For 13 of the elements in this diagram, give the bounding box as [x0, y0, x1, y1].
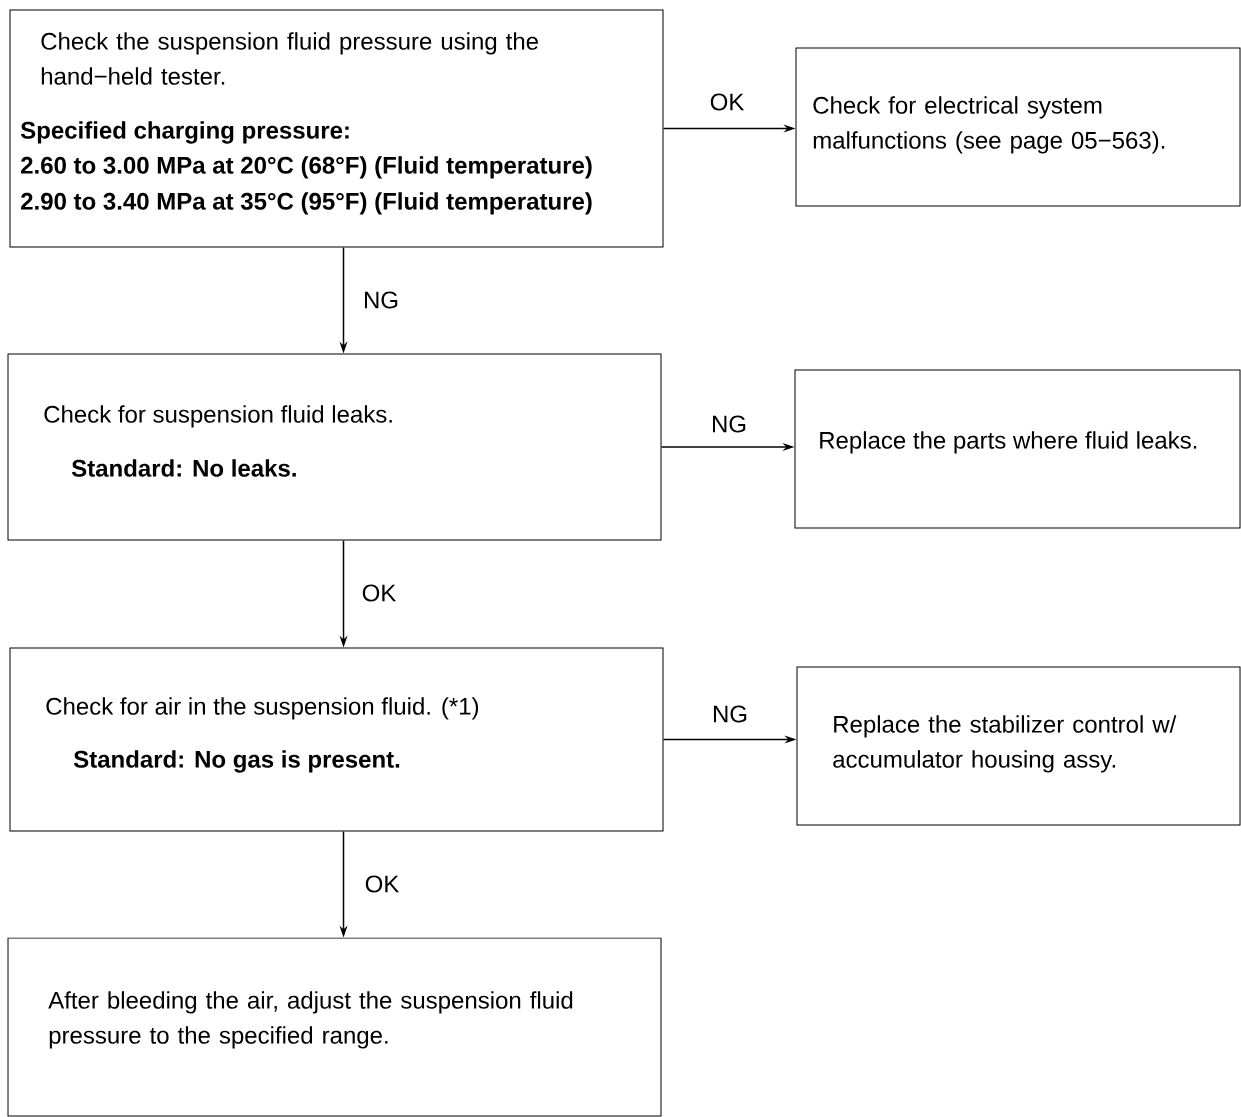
process-box: Check for suspension fluid leaks. Standard: No leaks.: [7, 353, 662, 541]
edge-label: OK: [708, 92, 746, 112]
process-box: After bleeding the air, adjust the suspension fluid pressure to the specified range.: [7, 937, 662, 1117]
edge-label: NG: [710, 414, 748, 434]
process-box: Replace the stabilizer control w/ accumulator housing assy.: [796, 666, 1241, 826]
edge-label: OK: [360, 583, 398, 603]
edge-label: NG: [362, 290, 400, 310]
process-box: Replace the parts where fluid leaks.: [794, 369, 1241, 529]
process-box: Check the suspension fluid pressure using the hand−held tester. Specified charging pressure: 2.60 to 3.00 MPa at 20°C (68°F) (Fluid temperature) 2.90 to 3.40 MPa at 35°C (95°F) (Fluid temperature): [9, 9, 664, 248]
edge-label: NG: [711, 704, 749, 724]
process-box: Check for electrical system malfunctions (see page 05−563).: [795, 47, 1241, 207]
process-box: Check for air in the suspension fluid. (*1) Standard: No gas is present.: [9, 647, 664, 832]
edge-label: OK: [363, 874, 401, 894]
